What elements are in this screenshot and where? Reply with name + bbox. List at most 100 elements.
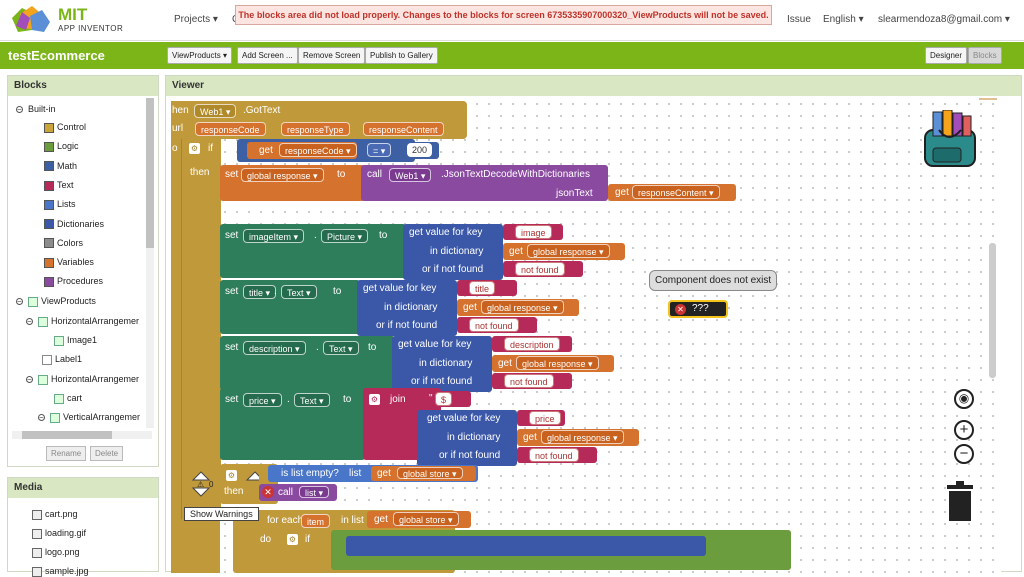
set-property-dropdown[interactable]: Text ▾ — [281, 285, 317, 299]
string-not-found[interactable]: not found — [504, 374, 554, 388]
collapse-icon[interactable]: – — [38, 414, 45, 422]
publish-gallery-button[interactable]: Publish to Gallery — [365, 47, 438, 64]
set-component-dropdown[interactable]: title ▾ — [243, 285, 277, 299]
tree-builtin[interactable]: –Built-in — [16, 104, 56, 114]
get-value-for-key-block[interactable] — [357, 280, 457, 336]
string-key[interactable]: title — [469, 281, 496, 295]
builtin-text[interactable]: Text — [44, 180, 74, 191]
collapse-icon[interactable]: – — [16, 106, 23, 114]
string-not-found[interactable]: not found — [515, 262, 565, 276]
error-icon[interactable]: ✕ — [262, 486, 274, 498]
if-gear-icon[interactable]: ⚙ — [189, 143, 200, 154]
tree-component[interactable]: Image1 — [54, 335, 97, 346]
designer-button[interactable]: Designer — [925, 47, 968, 64]
trash-icon[interactable] — [945, 481, 975, 521]
warning-indicator[interactable]: ⚠ 0 — [189, 466, 265, 506]
media-file[interactable]: cart.png — [32, 509, 78, 520]
if-block[interactable] — [181, 139, 221, 519]
tree-component[interactable]: –HorizontalArrangemer — [26, 374, 139, 385]
nav-report-issue[interactable]: Issue — [787, 14, 811, 25]
builtin-dictionaries[interactable]: Dictionaries — [44, 219, 104, 230]
zoom-out-icon[interactable]: − — [954, 444, 974, 464]
string-key[interactable]: image — [515, 225, 552, 239]
set-property-dropdown[interactable]: Text ▾ — [323, 341, 359, 355]
get-variable-dropdown[interactable]: global store ▾ — [397, 467, 463, 479]
tree-component[interactable]: cart — [54, 393, 82, 404]
get-variable-dropdown[interactable]: global store ▾ — [393, 512, 459, 526]
number-value[interactable]: 200 — [407, 143, 433, 157]
delete-button[interactable]: Delete — [90, 446, 124, 461]
builtin-control[interactable]: Control — [44, 122, 86, 133]
app-inventor-logo[interactable]: MIT APP INVENTOR — [10, 4, 130, 36]
event-param-response-content[interactable]: responseContent — [363, 122, 444, 136]
tree-scrollbar[interactable] — [146, 98, 154, 428]
builtin-math[interactable]: Math — [44, 161, 77, 172]
get-variable-dropdown[interactable]: global response ▾ — [527, 244, 610, 258]
get-variable-dropdown[interactable]: responseContent ▾ — [632, 185, 720, 199]
tree-component[interactable]: –VerticalArrangemer — [38, 412, 140, 423]
for-each-item-var[interactable]: item — [301, 514, 331, 528]
get-variable-dropdown[interactable]: global response ▾ — [516, 356, 599, 370]
nav-language[interactable]: English ▾ — [823, 14, 864, 25]
get-variable-dropdown[interactable]: global response ▾ — [481, 300, 564, 314]
collapse-icon[interactable]: – — [16, 298, 23, 306]
collapse-icon[interactable]: – — [26, 376, 33, 384]
string-key[interactable]: price — [529, 411, 561, 425]
get-value-for-key-block[interactable] — [392, 336, 492, 392]
backpack-icon[interactable] — [919, 109, 983, 170]
media-file[interactable]: sample.jpg — [32, 566, 89, 577]
blocks-workspace[interactable]: hen Web1 ▾ .GotText url responseCode res… — [171, 98, 1001, 573]
if-gear-icon[interactable]: ⚙ — [287, 534, 298, 545]
event-param-response-type[interactable]: responseType — [281, 122, 350, 136]
get-value-for-key-block[interactable] — [417, 410, 517, 466]
set-component-dropdown[interactable]: imageItem ▾ — [243, 229, 305, 243]
recenter-icon[interactable]: ◉ — [954, 389, 974, 409]
set-component-dropdown[interactable]: description ▾ — [243, 341, 306, 355]
if-gear-icon[interactable]: ⚙ — [226, 470, 237, 481]
builtin-colors[interactable]: Colors — [44, 238, 83, 249]
show-warnings-button[interactable]: Show Warnings — [184, 507, 259, 521]
tree-hscrollbar[interactable] — [12, 431, 152, 439]
set-component-dropdown[interactable]: price ▾ — [243, 393, 282, 407]
tree-hscrollbar-thumb[interactable] — [22, 431, 112, 439]
builtin-variables[interactable]: Variables — [44, 257, 94, 268]
collapse-icon[interactable]: – — [26, 318, 33, 326]
nav-projects[interactable]: Projects ▾ — [174, 14, 218, 25]
remove-screen-button[interactable]: Remove Screen — [298, 47, 366, 64]
tree-component[interactable]: Label1 — [42, 354, 82, 365]
string-dollar[interactable]: $ — [435, 392, 453, 406]
tree-screen[interactable]: –ViewProducts — [16, 296, 96, 307]
set-property-dropdown[interactable]: Picture ▾ — [321, 229, 369, 243]
error-icon[interactable]: ✕ — [675, 304, 686, 315]
string-key[interactable]: description — [504, 337, 560, 351]
get-variable-dropdown[interactable]: global response ▾ — [541, 430, 624, 444]
set-property-dropdown[interactable]: Text ▾ — [294, 393, 330, 407]
compare-operator-dropdown[interactable]: = ▾ — [367, 143, 392, 157]
media-file[interactable]: loading.gif — [32, 528, 86, 539]
get-variable-dropdown[interactable]: responseCode ▾ — [279, 143, 357, 157]
call-list-dropdown[interactable]: list ▾ — [299, 486, 330, 498]
rename-button[interactable]: Rename — [46, 446, 87, 461]
event-param-response-code[interactable]: responseCode — [195, 122, 266, 136]
compare-block[interactable] — [346, 536, 706, 556]
nav-user-account[interactable]: slearmendoza8@gmail.com ▾ — [878, 14, 1010, 25]
string-not-found[interactable]: not found — [529, 448, 579, 462]
workspace-vscrollbar[interactable] — [989, 243, 996, 378]
string-not-found[interactable]: not found — [469, 318, 519, 332]
join-gear-icon[interactable]: ⚙ — [369, 394, 380, 405]
tree-component[interactable]: –HorizontalArrangemer — [26, 316, 139, 327]
add-screen-button[interactable]: Add Screen ... — [237, 47, 298, 64]
set-variable-dropdown[interactable]: global response ▾ — [241, 168, 324, 182]
builtin-procedures[interactable]: Procedures — [44, 276, 103, 288]
screen-select-dropdown[interactable]: ViewProducts ▾ — [167, 47, 233, 64]
builtin-logic[interactable]: Logic — [44, 141, 79, 152]
media-file[interactable]: logo.png — [32, 547, 80, 558]
event-component-dropdown[interactable]: Web1 ▾ — [194, 104, 237, 118]
call-component-dropdown[interactable]: Web1 ▾ — [389, 168, 432, 182]
blocks-button[interactable]: Blocks — [968, 47, 1002, 64]
tree-scrollbar-thumb[interactable] — [146, 98, 154, 248]
builtin-lists[interactable]: Lists — [44, 199, 76, 210]
zoom-in-icon[interactable]: + — [954, 420, 974, 440]
get-value-for-key-block[interactable] — [403, 224, 503, 280]
missing-component-block[interactable]: ✕ ??? — [668, 300, 728, 318]
